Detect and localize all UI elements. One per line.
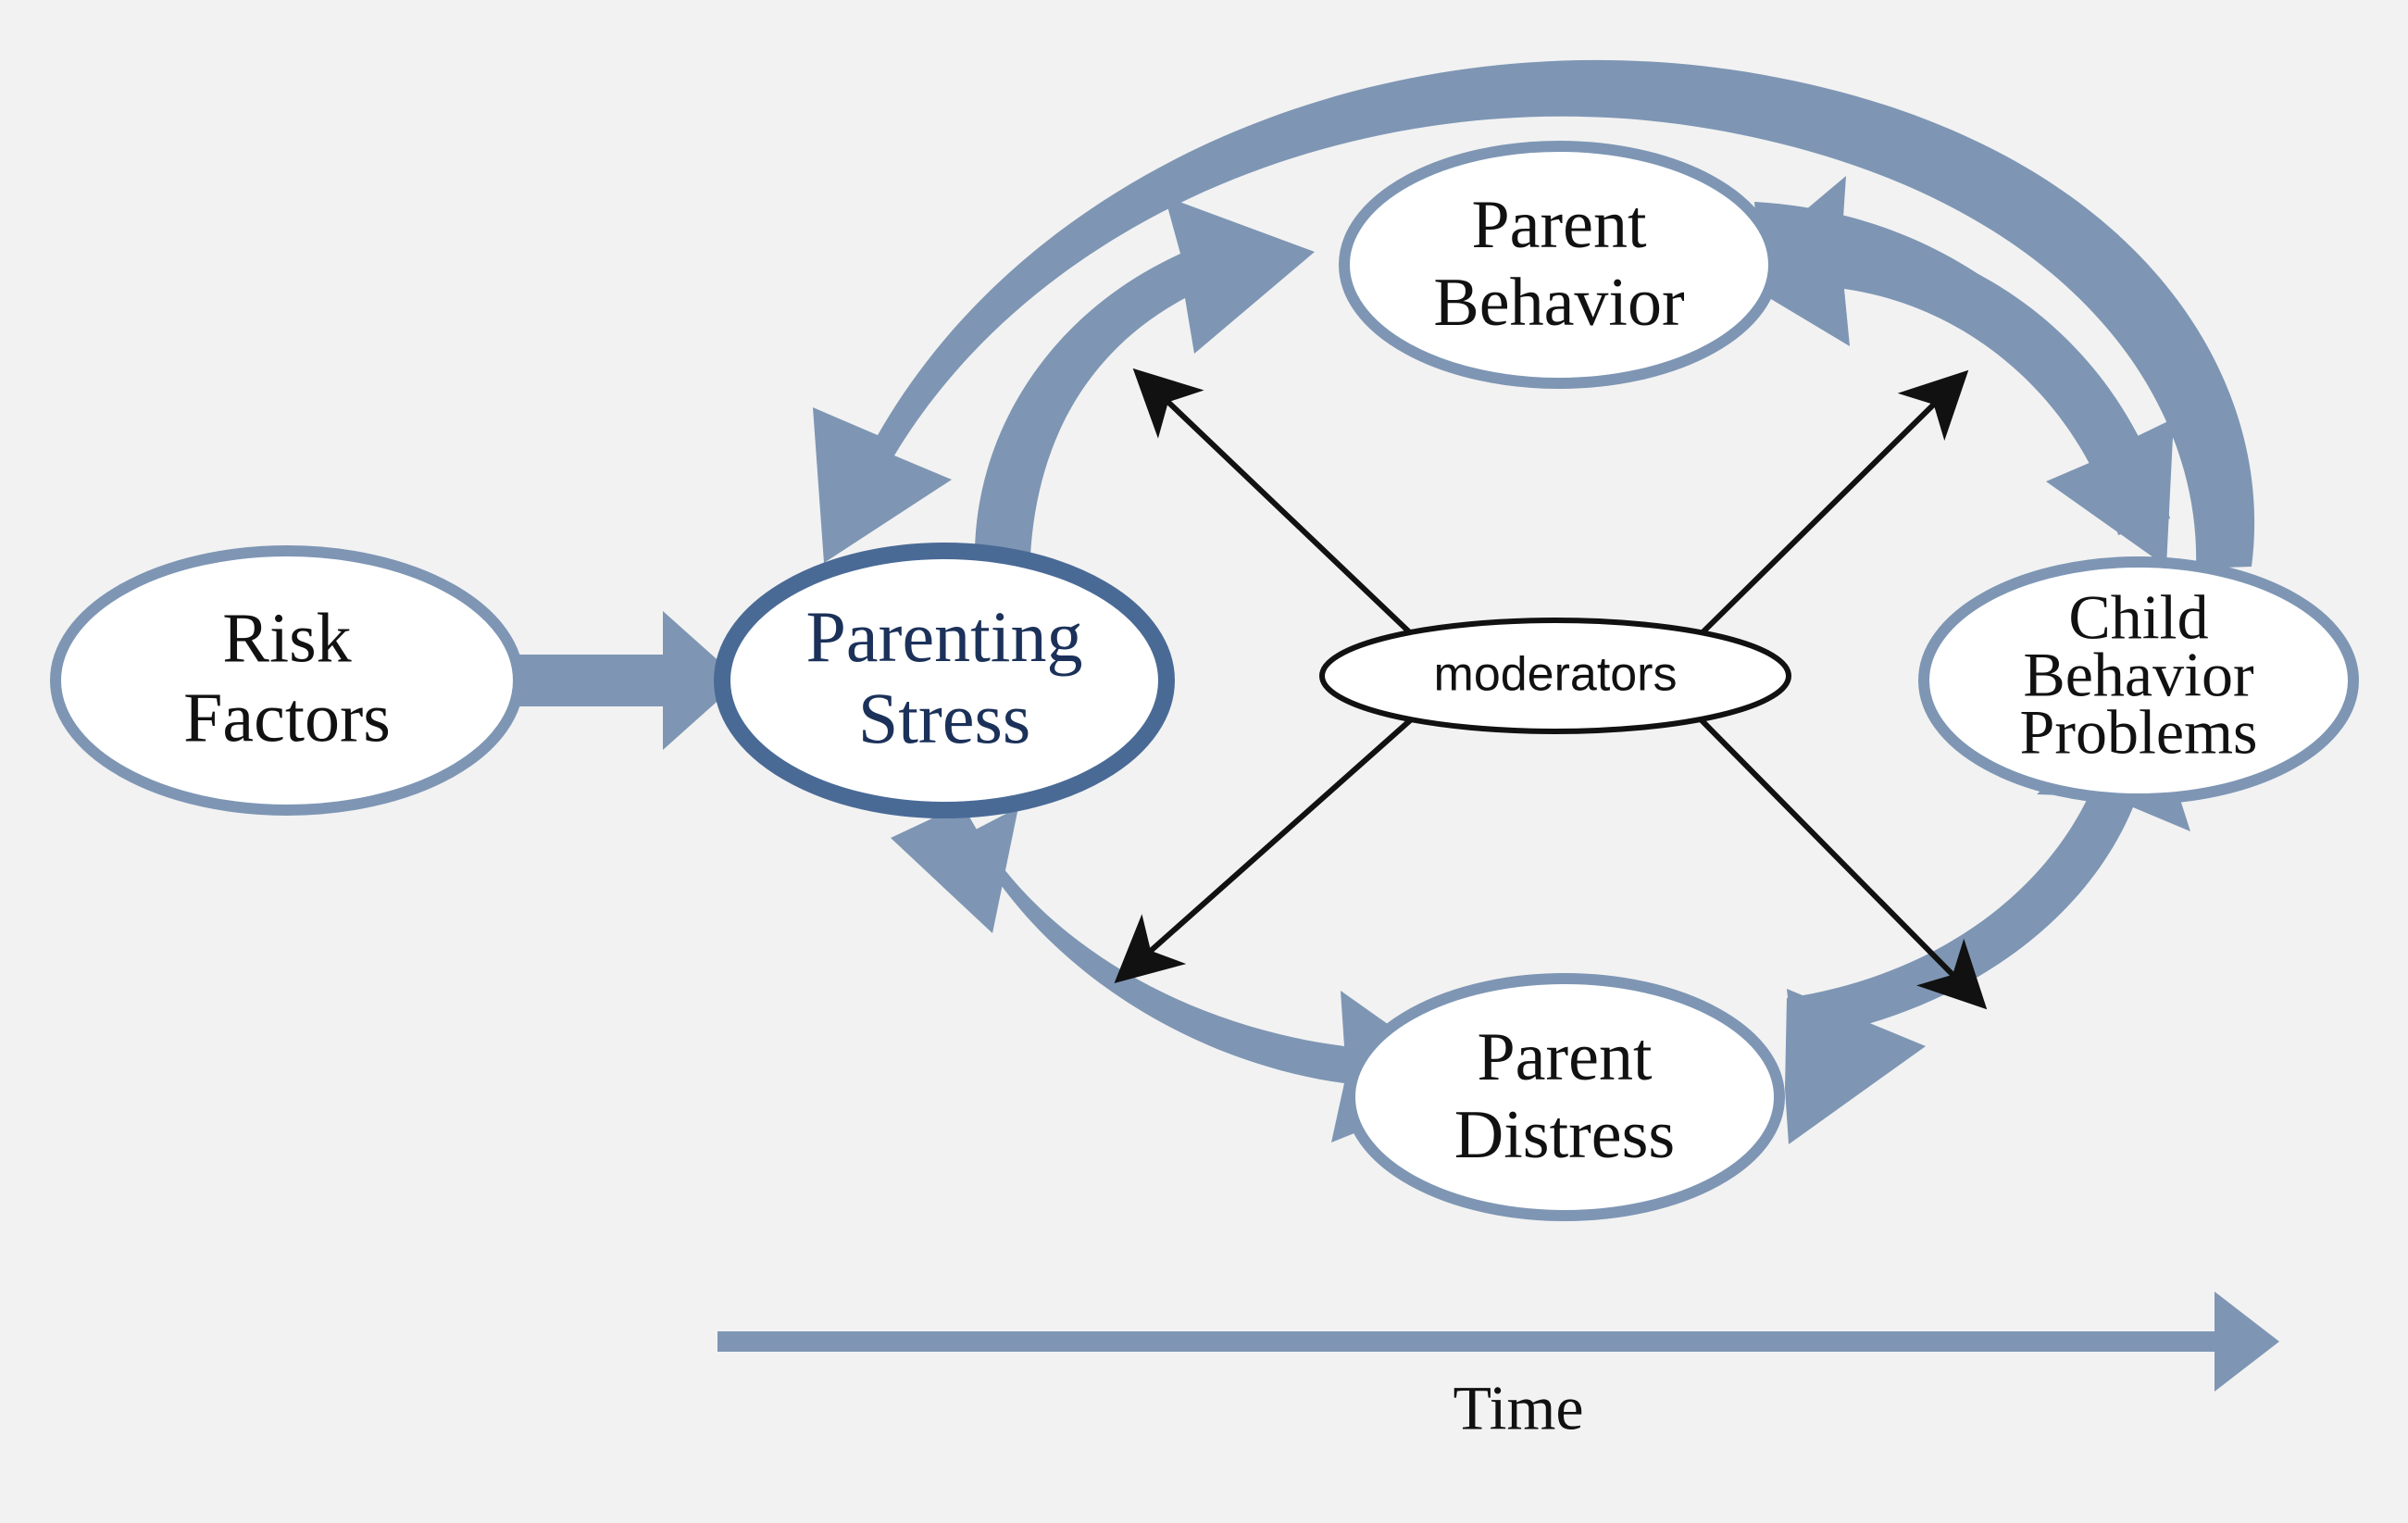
parenting-stress-label-line1: Parenting [806,596,1083,677]
time-axis-label: Time [1453,1373,1583,1443]
edge-child-to-parent-behavior [1729,176,2170,535]
mod-distress-line [1693,712,1988,1010]
edge-child-to-stress [813,59,2255,568]
time-axis-arrow [717,1292,2279,1392]
edge-stress-to-parent-behavior [975,196,1315,556]
mod-child-line [1693,369,1969,642]
parenting-stress-ellipse[interactable] [714,543,1175,818]
parent-distress-label-line2: Distress [1454,1097,1675,1173]
edge-parent-behavior-to-child [1754,202,2174,567]
node-moderators[interactable]: moderators [1319,618,1791,734]
risk-factors-label-line1: Risk [222,599,351,677]
node-parenting-stress[interactable]: Parenting Stress [714,543,1175,818]
parenting-stress-label-line2: Stress [858,678,1030,758]
edge-mod-to-child [1693,369,1969,642]
node-parent-behavior[interactable]: Parent Behavior [1339,141,1779,389]
edge-risk-to-stress [515,611,741,750]
parent-behavior-label-line2: Behavior [1433,265,1684,341]
parent-behavior-ellipse[interactable] [1339,141,1779,389]
edge-stress-distress [891,807,1474,1142]
parent-behavior-label-line1: Parent [1471,187,1646,263]
moderators-label: moderators [1434,648,1678,702]
child-behavior-problems-label-line1: Child [2068,582,2208,653]
moderators-ellipse[interactable] [1319,618,1791,734]
risk-factors-ellipse[interactable] [50,545,524,816]
mod-parent-behavior-line [1132,368,1419,642]
child-behavior-problems-ellipse[interactable] [1918,556,2359,805]
edge-mod-to-parent-behavior [1132,368,1419,642]
mod-stress-line [1114,712,1418,983]
parent-distress-label-line1: Parent [1477,1019,1652,1095]
child-behavior-problems-label-line2: Behavior [2023,640,2254,710]
edge-distress-child [1785,693,2190,1144]
node-risk-factors[interactable]: Risk Factors [50,545,524,816]
risk-factors-label-line2: Factors [183,679,391,756]
edge-mod-to-distress [1693,712,1988,1010]
node-child-behavior-problems[interactable]: Child Behavior Problems [1918,556,2359,805]
parent-distress-ellipse[interactable] [1344,973,1785,1221]
child-behavior-problems-label-line3: Problems [2020,697,2258,768]
node-parent-distress[interactable]: Parent Distress [1344,973,1785,1221]
edge-mod-to-stress [1114,712,1418,983]
